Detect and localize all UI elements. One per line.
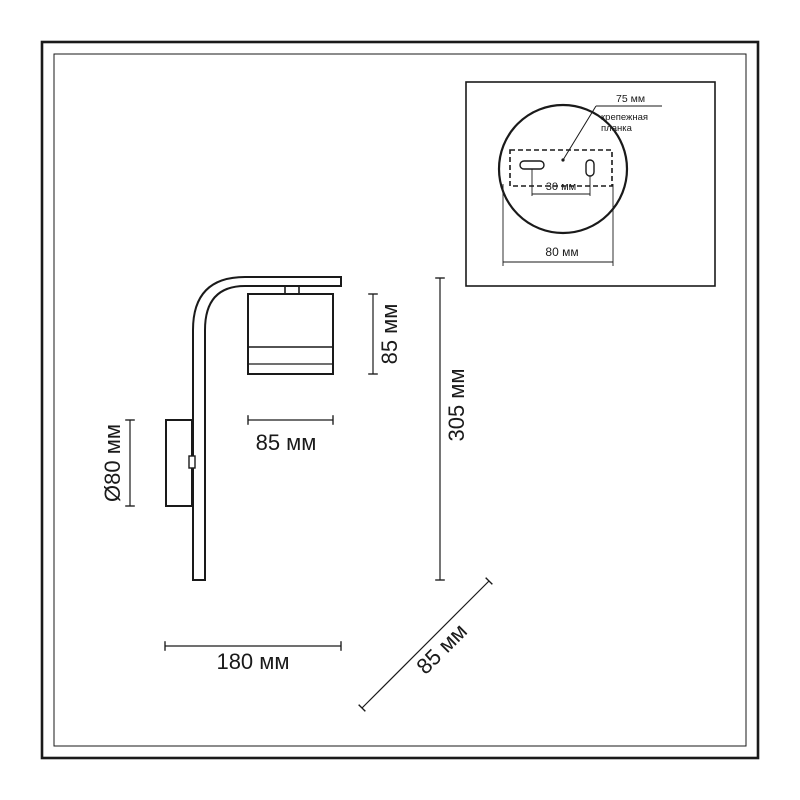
shade-width-label: 85 мм: [256, 430, 317, 455]
dim-depth: 85 мм: [358, 577, 493, 712]
plate-length-label: 75 мм: [616, 93, 645, 105]
depth-label: 85 мм: [411, 618, 472, 679]
plate-label-leader: [562, 105, 597, 161]
base-connector: [188, 455, 196, 469]
mounting-plate-dashed: [509, 149, 613, 187]
dim-base-diameter: Ø80 мм: [100, 419, 135, 507]
dim-total-width: 180 мм: [164, 641, 342, 674]
dim-shade-height: 85 мм: [368, 293, 402, 375]
outer-frame: [40, 40, 760, 760]
lamp-arm: [192, 276, 342, 581]
dim-total-height: 305 мм: [435, 277, 469, 581]
dim-shade-width: 85 мм: [247, 415, 334, 455]
base-width-label: 80 мм: [545, 245, 578, 259]
inner-frame: [53, 53, 747, 747]
base-diameter-label: Ø80 мм: [100, 424, 125, 502]
lamp-side-view: [165, 276, 342, 581]
mounting-slot-left: [519, 160, 545, 170]
shade-height-label: 85 мм: [377, 304, 402, 365]
hole-spacing-label: 30 мм: [546, 181, 576, 193]
inset-frame: [465, 81, 716, 287]
plate-name-line1: крепежная: [601, 112, 648, 123]
total-height-label: 305 мм: [444, 368, 469, 441]
wall-base: [165, 419, 193, 507]
mounting-inset: 75 мм крепежная планка 30 мм 80 мм: [465, 81, 716, 287]
total-width-label: 180 мм: [216, 649, 289, 674]
mounting-base-circle: [497, 103, 629, 235]
mounting-slot-right: [585, 159, 595, 177]
lamp-shade: [247, 293, 334, 375]
plate-name-line2: планка: [601, 123, 633, 134]
